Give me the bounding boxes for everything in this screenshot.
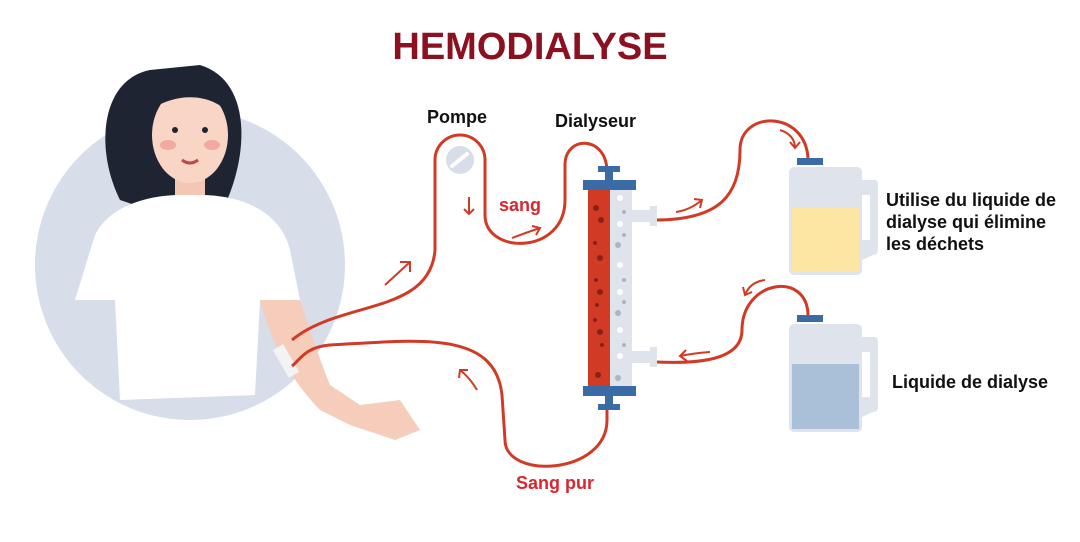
tube-to-dialyzer <box>291 133 609 342</box>
diagram-title: HEMODIALYSE <box>392 26 668 68</box>
dialyzer-bottom-cap <box>583 386 636 396</box>
eye-icon <box>202 127 208 133</box>
arrow-icon <box>463 197 475 216</box>
catheter-bandage <box>272 344 300 378</box>
arrow-icon <box>675 198 704 213</box>
tube-from-fresh-jug <box>654 285 810 364</box>
shirt <box>75 195 300 400</box>
jug-cap <box>797 315 823 322</box>
arrow-icon <box>678 349 711 362</box>
eye-icon <box>172 127 178 133</box>
tube-return <box>291 339 609 468</box>
face <box>152 87 228 183</box>
jug-cap <box>797 158 823 165</box>
tube-to-waste-jug <box>654 119 810 222</box>
blood-label: sang <box>499 195 542 215</box>
arrow-icon <box>779 129 801 150</box>
arrow-icon <box>384 261 411 286</box>
used-fluid-label: Utilise du liquide de dialyse qui élimin… <box>886 190 1057 254</box>
waste-fluid-jug <box>789 158 878 275</box>
dialyzer-label: Dialyseur <box>555 111 637 131</box>
dialyzer-top-cap <box>583 180 636 190</box>
dialyzer <box>583 166 657 410</box>
clean-blood-label: Sang pur <box>516 473 595 493</box>
patient-illustration <box>35 65 420 440</box>
arrow-icon <box>511 225 542 239</box>
tubing <box>291 119 810 468</box>
fresh-fluid-label: Liquide de dialyse <box>892 372 1049 392</box>
arrow-icon <box>458 369 478 391</box>
pump-label: Pompe <box>427 107 488 127</box>
flow-arrows <box>384 129 801 391</box>
arrow-icon <box>742 279 766 297</box>
pump <box>446 146 474 174</box>
fresh-fluid-jug <box>789 315 878 432</box>
